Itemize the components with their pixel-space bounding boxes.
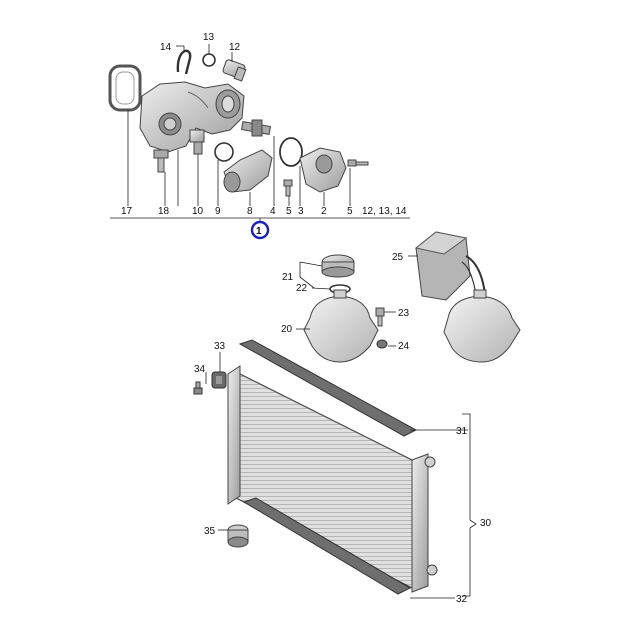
o-ring-9 xyxy=(214,142,234,162)
screw-23 xyxy=(375,307,385,327)
radiator-right-tank xyxy=(411,453,429,593)
callout-12: 12 xyxy=(229,42,241,53)
callout-5b: 5 xyxy=(347,206,353,217)
callout-9: 9 xyxy=(215,206,221,217)
rubber-mount-35 xyxy=(227,524,249,548)
level-sensor-25 xyxy=(414,231,487,311)
callout-12-13-14: 12, 13, 14 xyxy=(362,206,407,217)
radiator-assembly xyxy=(193,339,438,595)
radiator-leader-lines xyxy=(205,352,477,599)
gasket-17 xyxy=(108,64,142,112)
callout-21: 21 xyxy=(282,272,294,283)
sensor-10 xyxy=(189,129,205,155)
callout-23: 23 xyxy=(398,308,410,319)
callout-30: 30 xyxy=(480,518,492,529)
temp-sensor-12 xyxy=(222,59,247,82)
callout-24: 24 xyxy=(398,341,410,352)
top-callout-labels: 17 18 10 9 8 4 5 3 2 5 12, 13, 14 14 13 … xyxy=(121,32,407,217)
callout-18: 18 xyxy=(158,206,170,217)
callout-8: 8 xyxy=(247,206,253,217)
callout-20: 20 xyxy=(281,324,293,335)
screw-34 xyxy=(193,381,203,395)
callout-35: 35 xyxy=(204,526,216,537)
callout-13: 13 xyxy=(203,32,215,43)
expansion-tank-20 xyxy=(303,289,379,363)
callout-4: 4 xyxy=(270,206,276,217)
top-leader-lines xyxy=(110,44,410,224)
callout-10: 10 xyxy=(192,206,204,217)
svg-text:1: 1 xyxy=(256,226,262,237)
radiator-left-tank xyxy=(227,365,241,505)
callout-2: 2 xyxy=(321,206,327,217)
stud-4 xyxy=(240,119,272,137)
callout-3: 3 xyxy=(298,206,304,217)
grommet-24 xyxy=(376,339,388,349)
reservoir-cap-21 xyxy=(321,254,355,278)
expansion-tank-alt-view xyxy=(443,289,521,363)
bracket-33 xyxy=(211,371,227,389)
ref-marker-1: 1 xyxy=(250,220,270,240)
callout-33: 33 xyxy=(214,341,226,352)
radiator-callout-labels: 33 34 31 30 35 32 xyxy=(194,341,492,605)
expansion-tank-assembly xyxy=(303,231,521,363)
clip-14 xyxy=(176,49,192,75)
callout-22: 22 xyxy=(296,283,308,294)
seal-strip-32 xyxy=(242,497,412,595)
reservoir-callout-labels: 21 22 20 23 24 25 xyxy=(281,252,410,352)
callout-25: 25 xyxy=(392,252,404,263)
bolt-5b xyxy=(347,159,369,167)
o-ring-13 xyxy=(202,53,216,67)
reservoir-leader-lines xyxy=(296,255,418,347)
o-ring-3 xyxy=(279,137,303,167)
bolt-5a xyxy=(283,179,293,197)
callout-31: 31 xyxy=(456,426,468,437)
coolant-flange-assembly xyxy=(108,49,369,197)
callout-34: 34 xyxy=(194,364,206,375)
bolt-18 xyxy=(153,149,169,173)
callout-17: 17 xyxy=(121,206,133,217)
radiator-core xyxy=(235,371,417,591)
callout-14: 14 xyxy=(160,42,172,53)
callout-32: 32 xyxy=(456,594,468,605)
callout-5a: 5 xyxy=(286,206,292,217)
